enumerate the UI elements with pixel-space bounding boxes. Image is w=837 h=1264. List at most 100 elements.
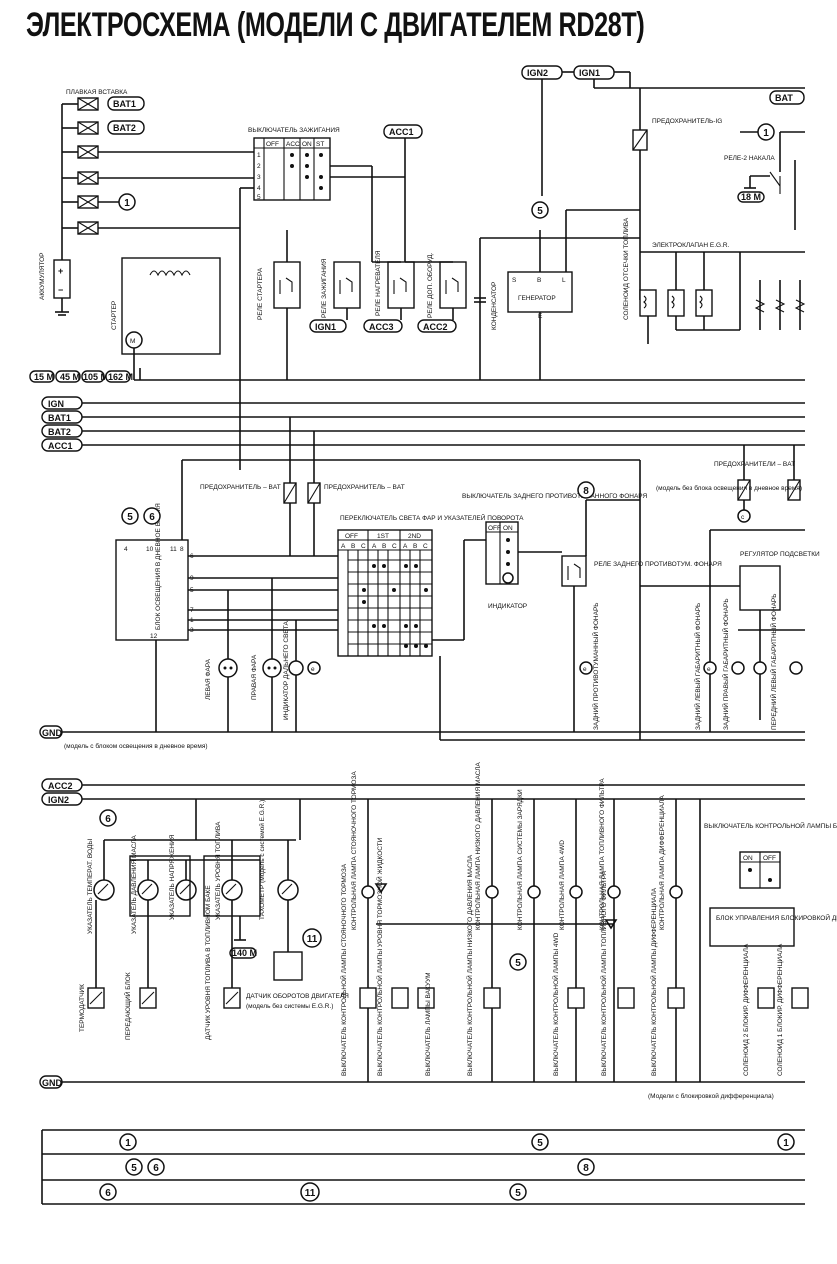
svg-text:c: c <box>741 514 745 521</box>
ref-marker-r1-3: 1 <box>777 1133 795 1151</box>
bus-tag-acc2-relay: ACC2 <box>417 319 457 333</box>
fuse-link-column <box>61 97 255 260</box>
left-headlamp <box>218 590 238 732</box>
ignition-relay-label: РЕЛЕ ЗАЖИГАНИЯ <box>321 258 328 318</box>
ground-140m: 140 M <box>229 947 257 959</box>
bus-gnd-2: GND <box>39 1075 63 1089</box>
bus-bat1: BAT1 <box>41 410 83 424</box>
svg-text:e: e <box>583 666 587 673</box>
svg-text:ACC1: ACC1 <box>389 127 414 137</box>
battery-label: АККУМУЛЯТОР <box>39 253 46 300</box>
svg-text:3: 3 <box>257 174 261 181</box>
rpm-sensor-box <box>273 951 303 981</box>
bus-tag-acc3-relay: ACC3 <box>363 319 403 333</box>
bus-tag-bat-top-right: BAT <box>769 90 805 105</box>
svg-text:ST: ST <box>316 141 324 148</box>
ref-marker-r1-1: 1 <box>119 1133 137 1151</box>
fuel-cut-solenoid-label: СОЛЕНОИД ОТСЕЧКИ ТОПЛИВА <box>623 217 630 320</box>
connector-e-2 <box>579 661 593 675</box>
tachometer-label: ТАХОМЕТР (модель с системой E.G.R.) <box>258 800 266 920</box>
svg-text:−: − <box>58 285 63 295</box>
solenoid-2-box <box>757 987 775 1009</box>
connector-e-7 <box>361 885 375 899</box>
svg-text:BAT2: BAT2 <box>113 123 136 133</box>
svg-text:L: L <box>562 277 566 284</box>
illumination-regulator <box>739 565 781 611</box>
rear-fog-relay-label: РЕЛЕ ЗАДНЕГО ПРОТИВОТУМ. ФОНАРЯ <box>594 561 722 568</box>
svg-text:6: 6 <box>153 1163 159 1174</box>
svg-text:4: 4 <box>257 185 261 192</box>
svg-text:B: B <box>413 543 417 550</box>
front-left-pos-label: ПЕРЕДНИЙ ЛЕВЫЙ ГАБАРИТНЫЙ ФОНАРЬ <box>769 593 778 730</box>
svg-text:1ST: 1ST <box>377 533 389 540</box>
thermo-sensor <box>87 987 105 1009</box>
svg-text:BAT1: BAT1 <box>113 99 136 109</box>
right-headlamp-label: ПРАВАЯ ФАРА <box>251 654 258 700</box>
svg-text:B: B <box>351 543 355 550</box>
egr-coils <box>639 252 806 344</box>
svg-text:ON: ON <box>743 855 753 862</box>
svg-text:C: C <box>392 543 397 550</box>
starter-label: СТАРТЕР <box>111 301 118 330</box>
marker-1-fuse: 1 <box>118 193 136 211</box>
fuse-ig-label: ПРЕДОХРАНИТЕЛЬ-IG <box>652 118 722 125</box>
ignition-switch-label: ВЫКЛЮЧАТЕЛЬ ЗАЖИГАНИЯ <box>248 127 340 134</box>
sender-unit-label: ПЕРЕДАЮЩИЙ БЛОК <box>123 972 132 1040</box>
condenser-label: КОНДЕНСАТОР <box>491 282 498 330</box>
bus-tag-bat1-top: BAT1 <box>107 96 145 111</box>
connector-e-11 <box>607 885 621 899</box>
svg-text:IGN2: IGN2 <box>527 68 548 78</box>
fuel-gauge-label: УКАЗАТЕЛЬ УРОВНЯ ТОПЛИВА <box>215 821 222 920</box>
svg-text:11: 11 <box>307 934 318 945</box>
svg-text:ACC3: ACC3 <box>369 322 394 332</box>
generator: S B L E ГЕНЕРАТОР <box>507 210 573 380</box>
battery-symbol: +− <box>53 259 71 316</box>
svg-text:OFF: OFF <box>345 533 358 540</box>
ground-code-45m: 45 M <box>55 370 81 383</box>
svg-text:5: 5 <box>537 206 543 217</box>
ground-code-15m: 15 M <box>29 370 55 383</box>
svg-text:BAT2: BAT2 <box>48 427 71 437</box>
svg-text:ACC2: ACC2 <box>48 781 73 791</box>
sender-unit <box>139 987 157 1009</box>
fuse-bat-label-1: ПРЕДОХРАНИТЕЛЬ – BAT <box>200 484 281 491</box>
fuel-filter-lamp-label: КОНТРОЛЬНАЯ ЛАМПА ТОПЛИВНОГО ФИЛЬТРА <box>599 778 606 930</box>
svg-text:B: B <box>537 277 541 284</box>
svg-text:5: 5 <box>131 1163 137 1174</box>
charge-lamp-label: КОНТРОЛЬНАЯ ЛАМПА СИСТЕМЫ ЗАРЯДКИ <box>517 789 524 930</box>
svg-text:6: 6 <box>105 1188 111 1199</box>
marker-11-rpm: 11 <box>302 928 322 948</box>
ref-marker-r3-1: 6 <box>99 1183 117 1201</box>
ref-marker-r3-2: 11 <box>300 1182 320 1202</box>
bus-ign: IGN <box>41 396 83 410</box>
marker-8-fog: 8 <box>577 481 595 499</box>
svg-text:ON: ON <box>503 525 513 532</box>
bus-bat2: BAT2 <box>41 424 83 438</box>
marker-5-drl: 5 <box>121 507 139 525</box>
glow-relay-label: РЕЛЕ-2 НАКАЛА <box>724 155 775 162</box>
ignition-relay <box>333 261 361 320</box>
connector-e-1 <box>307 661 321 675</box>
svg-text:IGN1: IGN1 <box>579 68 600 78</box>
acc-relay-label: РЕЛЕ ДОП. ОБОРУД. <box>427 252 434 318</box>
svg-text:GND: GND <box>42 728 63 738</box>
rear-fog-switch-label: ВЫКЛЮЧАТЕЛЬ ЗАДНЕГО ПРОТИВОТУМАННОГО ФОН… <box>462 493 647 500</box>
svg-text:+: + <box>58 266 63 276</box>
starter-relay-label: РЕЛЕ СТАРТЕРА <box>257 267 264 320</box>
sw-diff-label: ВЫКЛЮЧАТЕЛЬ КОНТРОЛЬНОЙ ЛАМПЫ ДИФФЕРЕНЦИ… <box>649 887 658 1076</box>
ref-marker-r2-2: 6 <box>147 1158 165 1176</box>
svg-text:45 M: 45 M <box>60 372 80 382</box>
starter-symbol: M <box>121 257 221 380</box>
connector-e-12 <box>669 885 683 899</box>
sw-oil-label: ВЫКЛЮЧАТЕЛЬ КОНТРОЛЬНОЙ ЛАМПЫ НИЗКОГО ДА… <box>465 854 474 1076</box>
sw-fuel-filter-label: ВЫКЛЮЧАТЕЛЬ КОНТРОЛЬНОЙ ЛАМПЫ ТОПЛИВНОГО… <box>599 870 608 1076</box>
sw-vacuum-label: ВЫКЛЮЧАТЕЛЬ ЛАМПЫ ВАКУУМ <box>425 972 432 1076</box>
connector-e-3 <box>703 661 717 675</box>
svg-text:18 M: 18 M <box>741 192 761 202</box>
brake-lamp-label: КОНТРОЛЬНАЯ ЛАМПА СТОЯНОЧНОГО ТОРМОЗА <box>351 771 358 930</box>
svg-text:1: 1 <box>125 1138 131 1149</box>
svg-text:IGN: IGN <box>48 399 64 409</box>
svg-text:1: 1 <box>124 198 130 209</box>
svg-text:OFF: OFF <box>488 525 501 532</box>
solenoid-1-box <box>791 987 809 1009</box>
